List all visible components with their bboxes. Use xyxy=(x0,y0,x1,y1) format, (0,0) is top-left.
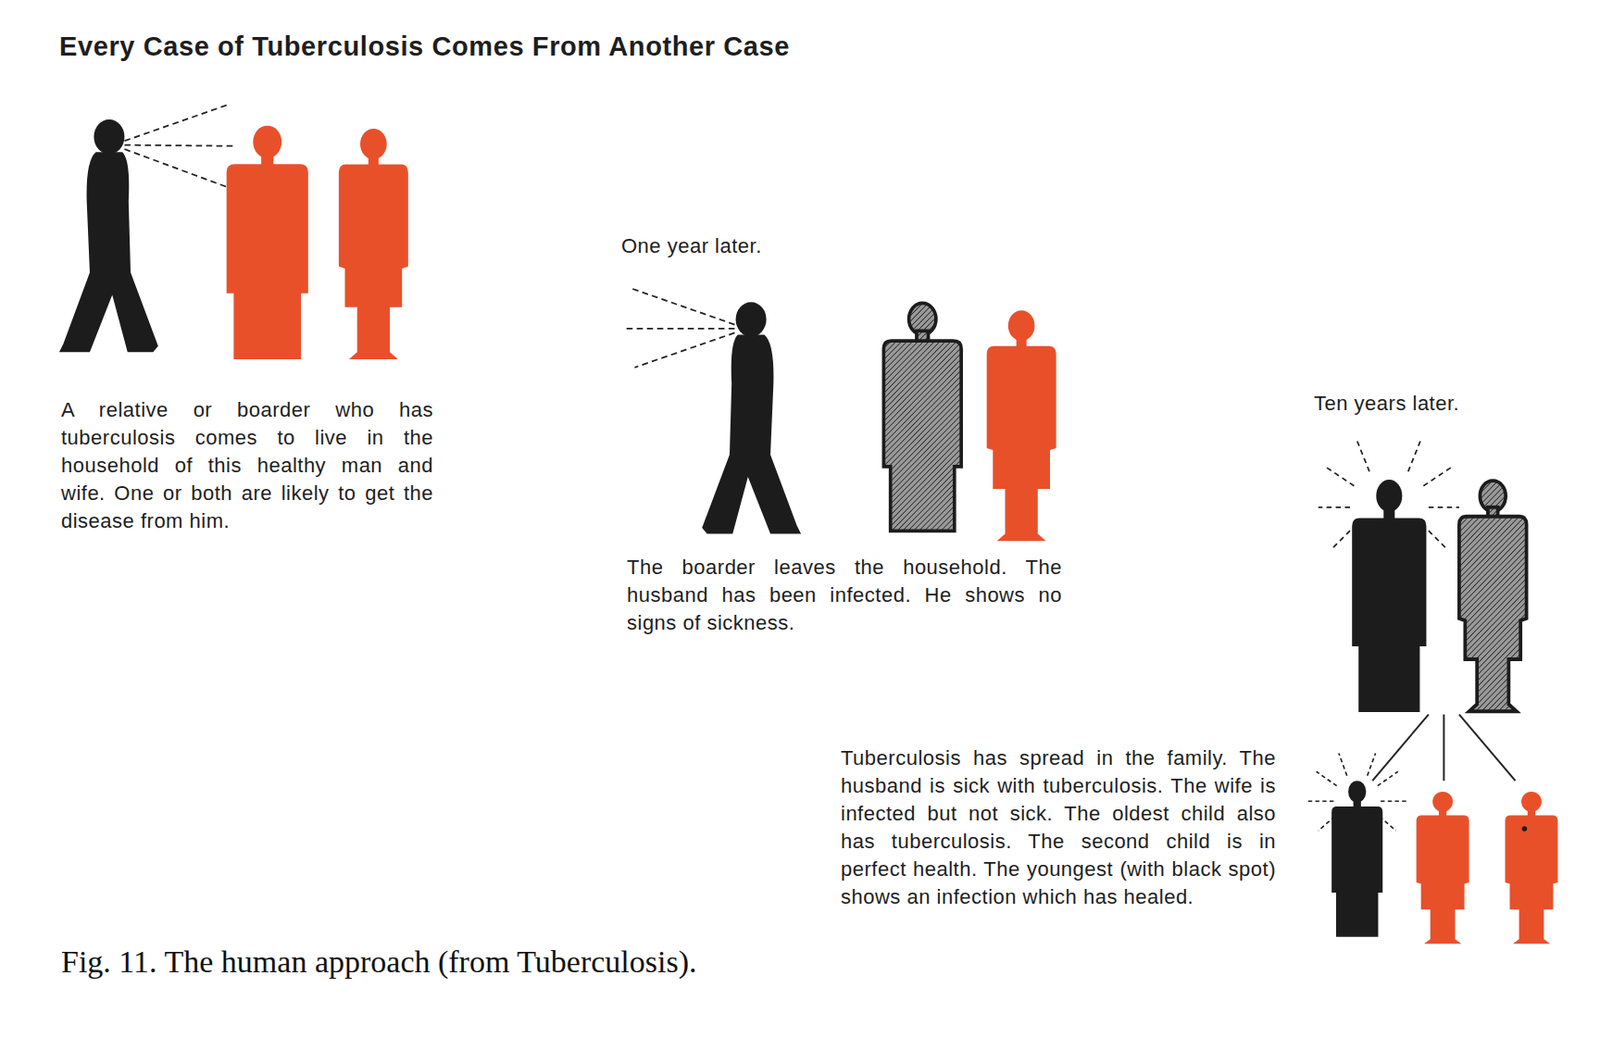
second-child-figure xyxy=(1416,791,1470,944)
scene-note: The boarder leaves the household. The hu… xyxy=(626,553,1063,638)
healed-spot xyxy=(1522,825,1528,832)
scene-note: Tuberculosis has spread in the family. T… xyxy=(840,744,1276,912)
infected-wife-figure xyxy=(1459,480,1527,712)
title: Every Case of Tuberculosis Comes From An… xyxy=(59,31,790,63)
scene-note: A relative or boarder who has tuberculos… xyxy=(61,396,434,536)
cough-lines xyxy=(124,105,235,188)
oldest-child-figure xyxy=(1331,780,1383,938)
cough-lines xyxy=(624,288,735,368)
caption: Fig. 11. The human approach (from Tuberc… xyxy=(61,944,698,980)
time-label: One year later. xyxy=(621,233,763,260)
husband-figure xyxy=(226,125,309,360)
time-label: Ten years later. xyxy=(1313,390,1460,417)
boarder-figure xyxy=(59,119,159,352)
youngest-child-figure xyxy=(1505,791,1559,944)
wife-figure xyxy=(338,128,409,360)
wife-figure xyxy=(987,310,1057,541)
family-lines xyxy=(1372,714,1515,782)
sick-husband-figure xyxy=(1351,479,1426,713)
boarder-figure xyxy=(701,301,801,534)
infected-husband-figure xyxy=(883,302,962,531)
